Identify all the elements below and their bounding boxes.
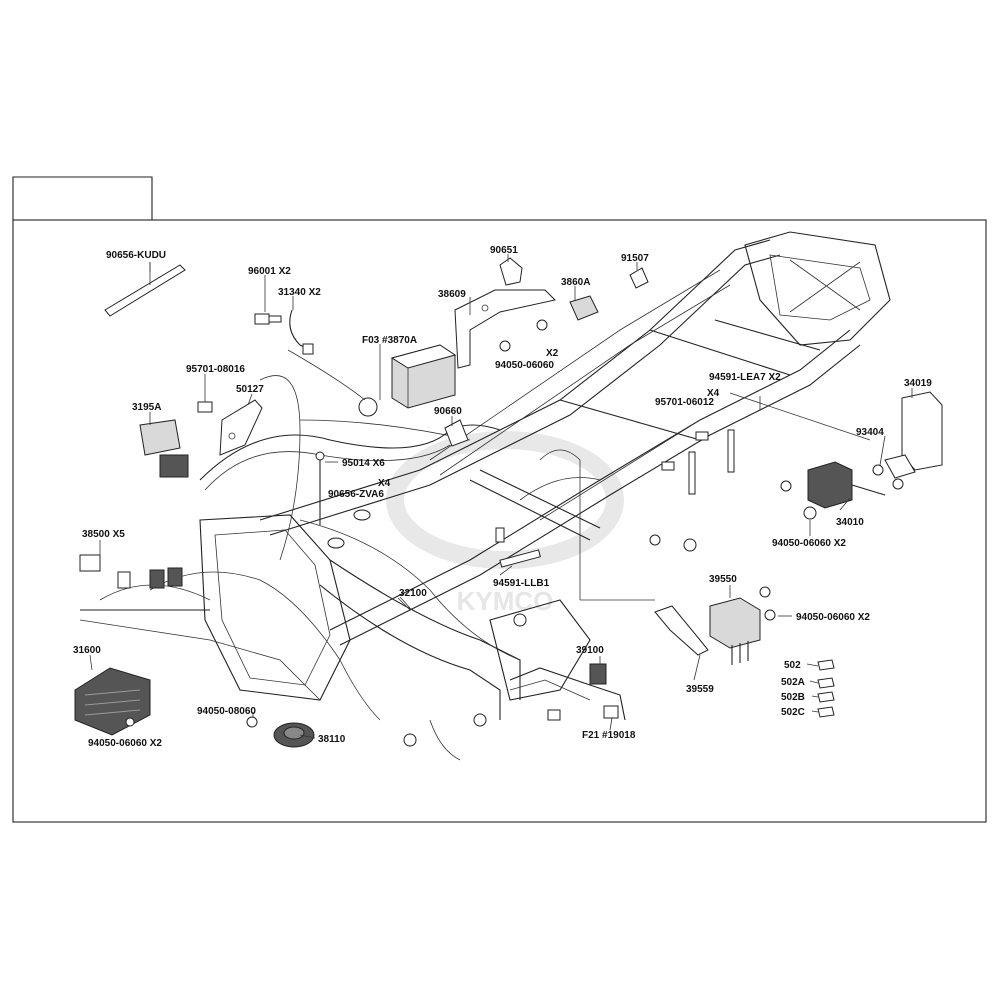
label-50127: 50127 bbox=[236, 384, 264, 395]
wiring-harness bbox=[79, 375, 601, 761]
label-34019: 34019 bbox=[904, 378, 932, 389]
label-x4-right: X4 bbox=[707, 388, 720, 399]
part-94050-nut-right bbox=[803, 506, 817, 520]
label-39550: 39550 bbox=[709, 574, 737, 585]
label-32100: 32100 bbox=[399, 588, 427, 599]
part-39550-module bbox=[709, 586, 776, 665]
label-93404: 93404 bbox=[856, 427, 884, 438]
part-502-fuse-set bbox=[817, 659, 835, 718]
label-90651: 90651 bbox=[490, 245, 518, 256]
part-38110-horn bbox=[273, 722, 315, 748]
part-90651-clip bbox=[499, 257, 523, 286]
part-94591-LEA7-bands bbox=[688, 429, 735, 495]
part-ring-terminal bbox=[287, 349, 378, 417]
part-94591-LLB1-band bbox=[495, 527, 541, 568]
label-94050-mid-right: 94050-06060 X2 bbox=[796, 612, 870, 623]
label-96001: 96001 X2 bbox=[248, 266, 291, 277]
part-38500-connectors bbox=[79, 554, 183, 589]
part-50127-bracket bbox=[219, 399, 263, 456]
label-31600: 31600 bbox=[73, 645, 101, 656]
leader-lines bbox=[89, 254, 913, 739]
label-34010: 34010 bbox=[836, 517, 864, 528]
label-94050-06060-top: 94050-06060 bbox=[495, 360, 554, 371]
label-94591-llb1: 94591-LLB1 bbox=[493, 578, 550, 589]
part-91507-clip bbox=[629, 267, 649, 289]
part-94050-08060-nut bbox=[246, 716, 258, 728]
part-labels: 90656-KUDU 96001 X2 31340 X2 38609 90651… bbox=[73, 245, 932, 749]
label-95701-06012: 95701-06012 bbox=[655, 397, 714, 408]
label-94050-x2-top: X2 bbox=[546, 348, 559, 359]
part-38609-bracket bbox=[454, 289, 557, 369]
part-90656-KUDU-strap bbox=[104, 262, 186, 317]
part-90656-ZVA6-clips bbox=[327, 509, 371, 549]
label-502: 502 bbox=[784, 660, 801, 671]
label-x4-left: X4 bbox=[378, 478, 391, 489]
watermark-text: KYMCO bbox=[457, 586, 554, 616]
part-95701-06012-bolts bbox=[661, 431, 709, 471]
part-32100-cable bbox=[397, 597, 411, 611]
part-f03-cdi-unit bbox=[390, 344, 457, 409]
part-95014-tie bbox=[315, 451, 325, 525]
label-94050-08060: 94050-08060 bbox=[197, 706, 256, 717]
label-94591-lea7: 94591-LEA7 X2 bbox=[709, 372, 781, 383]
part-90660-clip bbox=[444, 419, 469, 447]
label-38500: 38500 X5 bbox=[82, 529, 125, 540]
label-90656-zva6: 90656-ZVA6 bbox=[328, 489, 384, 500]
label-f03: F03 #3870A bbox=[362, 335, 417, 346]
label-90660: 90660 bbox=[434, 406, 462, 417]
part-96001-bolt bbox=[254, 313, 282, 325]
label-502c: 502C bbox=[781, 707, 805, 718]
label-3860a: 3860A bbox=[561, 277, 590, 288]
part-3195A-relay bbox=[139, 419, 189, 478]
label-94050-bottom-left: 94050-06060 X2 bbox=[88, 738, 162, 749]
label-38609: 38609 bbox=[438, 289, 466, 300]
part-31340-cable bbox=[289, 309, 314, 355]
label-95014: 95014 X6 bbox=[342, 458, 385, 469]
part-94050-nut-top bbox=[499, 319, 548, 352]
diagram-border bbox=[12, 176, 987, 823]
label-38110: 38110 bbox=[318, 734, 346, 745]
label-91507: 91507 bbox=[621, 253, 649, 264]
label-502a: 502A bbox=[781, 677, 805, 688]
part-34019-bracket bbox=[884, 391, 943, 479]
part-95701-08016-bolt bbox=[197, 401, 213, 413]
part-39559-bracket bbox=[654, 605, 709, 656]
label-90656-kudu: 90656-KUDU bbox=[106, 250, 166, 261]
part-3860A-relay bbox=[569, 295, 599, 321]
part-31600-regulator bbox=[74, 667, 151, 736]
label-3195a: 3195A bbox=[132, 402, 161, 413]
part-93404-screw bbox=[872, 464, 904, 490]
part-39100-harness bbox=[509, 663, 626, 721]
label-94050-right: 94050-06060 X2 bbox=[772, 538, 846, 549]
label-502b: 502B bbox=[781, 692, 805, 703]
part-34010-lamp bbox=[780, 461, 886, 509]
label-39559: 39559 bbox=[686, 684, 714, 695]
label-31340: 31340 X2 bbox=[278, 287, 321, 298]
label-95701-08016: 95701-08016 bbox=[186, 364, 245, 375]
label-39100: 39100 bbox=[576, 645, 604, 656]
label-f21: F21 #19018 bbox=[582, 730, 636, 741]
